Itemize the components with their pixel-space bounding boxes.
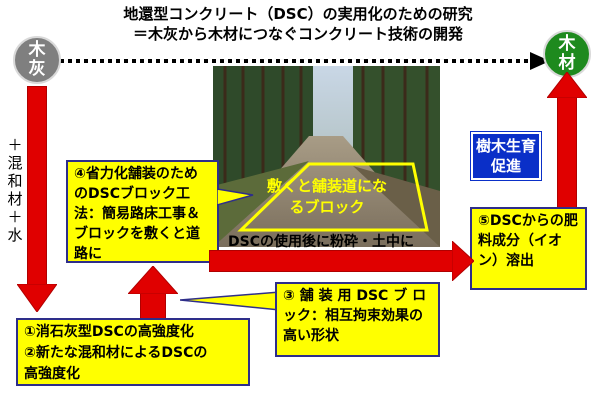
arrow-label: DSCの使用後に粉砕・土中に <box>228 234 414 250</box>
ash-node: 木灰 <box>13 36 61 84</box>
horizontal-arrow-shaft <box>209 250 455 272</box>
side-label: ＋混和材＋水 <box>7 136 23 244</box>
step12-line2: ②新たな混和材によるDSCの <box>24 345 208 361</box>
ash-node-label: 木灰 <box>28 40 46 79</box>
wood-node: 木材 <box>543 30 591 78</box>
step12-line1: ①消石灰型DSCの高強度化 <box>24 324 194 340</box>
step3-callout-pointer <box>180 291 280 311</box>
title-line-2: ＝木灰から木材につなぐコンクリート技術の開発 <box>132 25 463 43</box>
step12-line3: 高強度化 <box>24 366 80 382</box>
title-line-1: 地還型コンクリート（DSC）の実用化のための研究 <box>123 5 473 23</box>
dotted-arrow <box>60 52 550 70</box>
right-arrow-shaft <box>557 96 577 216</box>
tree-growth-box: 樹木生育促進 <box>470 131 542 181</box>
photo-label: 敷くと舗装道になるブロック <box>266 177 387 216</box>
right-arrow-head <box>547 72 587 98</box>
step4-callout-pointer <box>217 188 254 206</box>
horizontal-arrow-head <box>452 241 474 281</box>
wood-node-label: 木材 <box>558 34 576 73</box>
step12-box: ①消石灰型DSCの高強度化 ②新たな混和材によるDSCの 高強度化 <box>16 318 250 386</box>
left-arrow-shaft <box>27 86 47 286</box>
step4-box: ④省力化舗装のためのDSCブロック工法：簡易路床工事＆ブロックを敷くと道路に <box>66 160 219 263</box>
up-arrow-shaft <box>140 291 166 321</box>
forest-road-photo <box>213 66 440 247</box>
up-arrow-head <box>128 266 178 294</box>
step5-box: ⑤DSCからの肥料成分（イオン）溶出 <box>470 207 587 290</box>
left-arrow-head <box>17 284 57 312</box>
step3-box: ③ 舗 装 用 DSC ブ ロック：相互拘束効果の高い形状 <box>275 282 440 357</box>
